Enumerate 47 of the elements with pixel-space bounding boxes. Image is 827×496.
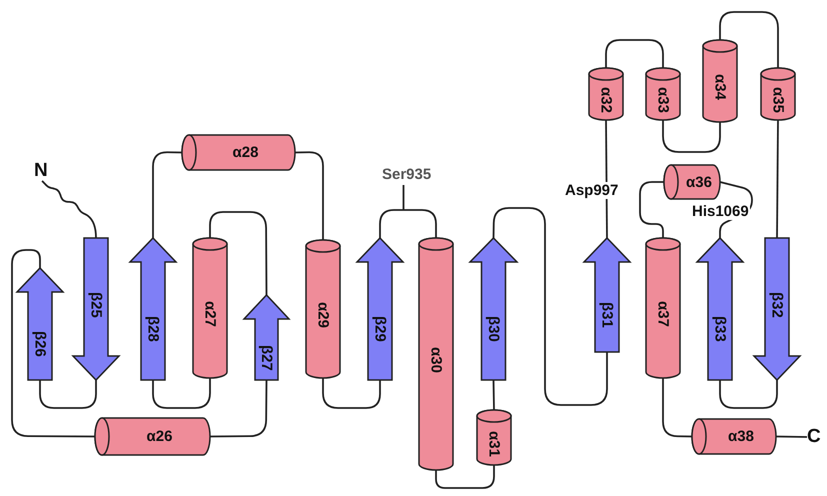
element-label: α30 bbox=[428, 347, 444, 373]
element-label: β25 bbox=[88, 292, 104, 318]
chain-loop bbox=[492, 380, 495, 410]
chain-loop bbox=[662, 120, 721, 153]
chain-loop bbox=[11, 249, 95, 438]
element-label: α31 bbox=[486, 430, 502, 456]
chain-loop bbox=[210, 380, 268, 438]
chain-loop bbox=[41, 180, 97, 238]
element-label: β28 bbox=[146, 316, 160, 342]
chain-loop bbox=[152, 378, 211, 409]
chain-loop bbox=[639, 181, 664, 238]
chain-loop bbox=[209, 211, 268, 295]
element-label: α28 bbox=[232, 145, 258, 160]
chain-loop bbox=[492, 207, 608, 406]
terminus-label: C bbox=[807, 427, 823, 447]
element-label: α32 bbox=[598, 87, 614, 113]
chain-loop bbox=[719, 11, 779, 68]
element-label: β32 bbox=[770, 292, 784, 318]
element-label: β27 bbox=[259, 344, 274, 370]
chain-loop bbox=[605, 39, 664, 68]
chain-loop bbox=[322, 378, 381, 409]
element-label: α36 bbox=[686, 174, 712, 190]
chain-loop bbox=[294, 151, 324, 240]
chain-loop bbox=[776, 436, 808, 438]
residue-label: Asp997 bbox=[564, 182, 620, 199]
element-label: α33 bbox=[656, 87, 670, 113]
element-label: β31 bbox=[600, 302, 614, 328]
terminus-label: N bbox=[34, 161, 50, 181]
chain-loop bbox=[39, 380, 97, 409]
chain-loop bbox=[435, 465, 495, 489]
element-label: α34 bbox=[712, 74, 728, 100]
element-label: β33 bbox=[712, 316, 728, 342]
residue-label: His1069 bbox=[691, 203, 750, 220]
element-label: α27 bbox=[202, 301, 218, 327]
element-label: α38 bbox=[728, 429, 754, 444]
chain-loop bbox=[719, 380, 778, 409]
chain-loop bbox=[152, 151, 182, 238]
element-label: α37 bbox=[656, 301, 670, 327]
element-label: β30 bbox=[486, 316, 501, 342]
element-label: α26 bbox=[146, 429, 172, 444]
element-label: α29 bbox=[316, 302, 330, 328]
chain-loop bbox=[776, 120, 779, 238]
chain-loop bbox=[662, 378, 692, 438]
element-label: β26 bbox=[32, 331, 48, 357]
chain-loop bbox=[379, 209, 437, 238]
element-label: α35 bbox=[770, 87, 786, 113]
element-label: β29 bbox=[372, 316, 388, 342]
